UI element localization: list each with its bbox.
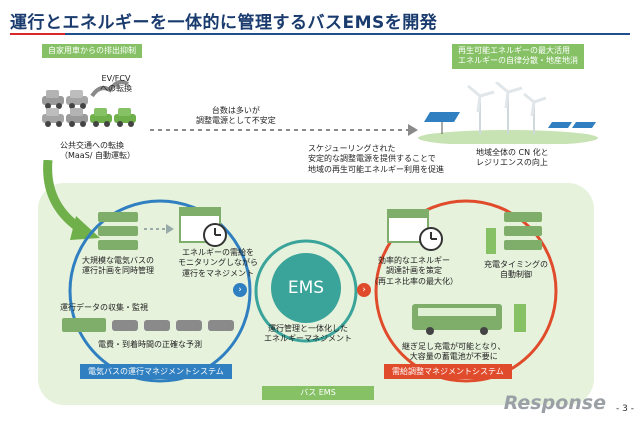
bus-fleet-icon: [98, 212, 138, 250]
green-car-icon: [114, 108, 136, 127]
solar-panel-icon: [548, 122, 596, 128]
green-car-icon: [90, 108, 112, 127]
grey-car-icon: [66, 108, 88, 127]
grey-car-icon: [42, 90, 64, 109]
efficient-line1: 効率的なエネルギー: [378, 256, 450, 265]
large-bus-line1: 大規模な電気バスの: [82, 256, 154, 265]
efficient-line2: 調達計画を策定: [386, 266, 442, 276]
ev-fcv-line1: EV/FCV: [101, 74, 131, 83]
charge-line1: 充電タイミングの: [484, 260, 548, 269]
monitor-line1: エネルギーの需給を: [182, 248, 254, 257]
grey-car-icon: [66, 90, 88, 109]
large-bus-line2: 運行計画を同時管理: [82, 266, 154, 276]
clock-icon: [419, 227, 443, 251]
center-cycle: [254, 239, 358, 343]
unstable-line2: 調整電源として不安定: [196, 116, 276, 126]
addon-label: 継ぎ足し充電が可能となり、 大容量の蓄電池が不要に: [402, 342, 505, 363]
sched-line3: 地域の再生可能エネルギー利用を促進: [308, 164, 444, 174]
integrated-line2: エネルギーマネジメント: [264, 334, 352, 344]
monitor-line3: 運行をマネジメント: [182, 268, 254, 278]
predict-label: 電費・到着時間の正確な予測: [98, 340, 202, 349]
cn-line1: 地域全体の CN 化と: [476, 148, 549, 157]
cars-illustration: [42, 80, 136, 127]
collect-label: 運行データの収集・監視: [60, 303, 148, 312]
ev-fcv-label: EV/FCV への転換: [100, 74, 132, 95]
charger-bus-icon: [486, 212, 542, 254]
left-cycle: [68, 199, 252, 383]
charge-line2: 自動制御: [500, 270, 532, 280]
charge-label: 充電タイミングの 自動制御: [484, 260, 548, 281]
right-cycle: [374, 199, 558, 383]
monitor-label: エネルギーの需給を モニタリングしながら 運行をマネジメント: [178, 248, 258, 279]
dashed-arrow-top: [150, 124, 418, 136]
wind-turbine-icon: [467, 84, 495, 134]
wind-turbine-icon: [495, 82, 523, 134]
integrated-label: 運行管理と一体化した エネルギーマネジメント: [264, 324, 352, 345]
efficient-label: 効率的なエネルギー 調達計画を策定 （再エネ比率の最大化）: [370, 256, 458, 287]
sched-line1: スケジューリングされた: [308, 144, 396, 153]
page-title: 運行とエネルギーを一体的に管理するバスEMSを開発: [10, 13, 438, 33]
left-system-label: 電気バスの運行マネジメントシステム: [80, 364, 232, 379]
charging-bus-icon: [412, 304, 526, 335]
integrated-line1: 運行管理と一体化した: [268, 324, 348, 333]
right-system-label: 需給調整マネジメントシステム: [384, 364, 512, 379]
arrow-right-icon: [144, 224, 174, 234]
circles-diagram: [68, 199, 558, 383]
sched-line2: 安定的な調整電源を提供することで: [308, 154, 436, 164]
addon-line1: 継ぎ足し充電が可能となり、: [402, 342, 506, 351]
large-bus-label: 大規模な電気バスの 運行計画を同時管理: [82, 256, 154, 277]
curved-arrow: [43, 160, 100, 240]
title-underline: [10, 33, 630, 35]
unstable-label: 台数は多いが 調整電源として不安定: [196, 106, 276, 127]
ems-circle: EMS: [271, 253, 341, 323]
self-car-tag: 自家用車からの排出抑制: [42, 44, 142, 59]
exhaust-icon: [90, 80, 130, 98]
renewable-tag-line2: エネルギーの自律分散・地産地消: [458, 56, 578, 66]
bus-ems-footer-tag: バス EMS: [262, 386, 374, 400]
page-number: - 3 -: [616, 404, 634, 414]
ev-fcv-line2: への転換: [100, 84, 132, 94]
wind-turbine-icon: [523, 92, 547, 134]
bus-row-icon: [62, 318, 234, 332]
cn-line2: レジリエンスの向上: [476, 158, 548, 168]
solar-panel-icon: [424, 112, 460, 134]
clock-icon: [203, 223, 227, 247]
response-watermark: Response: [503, 392, 606, 414]
addon-line2: 大容量の蓄電池が不要に: [409, 352, 498, 362]
renewable-tag-line1: 再生可能エネルギーの最大活用: [458, 46, 570, 55]
public-line2: （MaaS/ 自動運転）: [60, 151, 136, 161]
monitor-line2: モニタリングしながら: [178, 258, 258, 268]
unstable-line1: 台数は多いが: [211, 106, 260, 115]
public-transport-label: 公共交通への転換 （MaaS/ 自動運転）: [60, 141, 135, 162]
title-underline-accent: [10, 33, 65, 35]
public-line1: 公共交通への転換: [60, 141, 124, 150]
renewable-tag: 再生可能エネルギーの最大活用 エネルギーの自律分散・地産地消: [452, 44, 584, 69]
renewable-illustration: [418, 82, 598, 144]
cn-label: 地域全体の CN 化と レジリエンスの向上: [476, 148, 549, 169]
scheduling-label: スケジューリングされた 安定的な調整電源を提供することで 地域の再生可能エネルギ…: [308, 144, 444, 175]
grey-car-icon: [42, 108, 64, 127]
left-arrow-connector: ›: [233, 283, 247, 297]
efficient-line3: （再エネ比率の最大化）: [370, 276, 458, 286]
right-arrow-connector: ›: [357, 283, 371, 297]
